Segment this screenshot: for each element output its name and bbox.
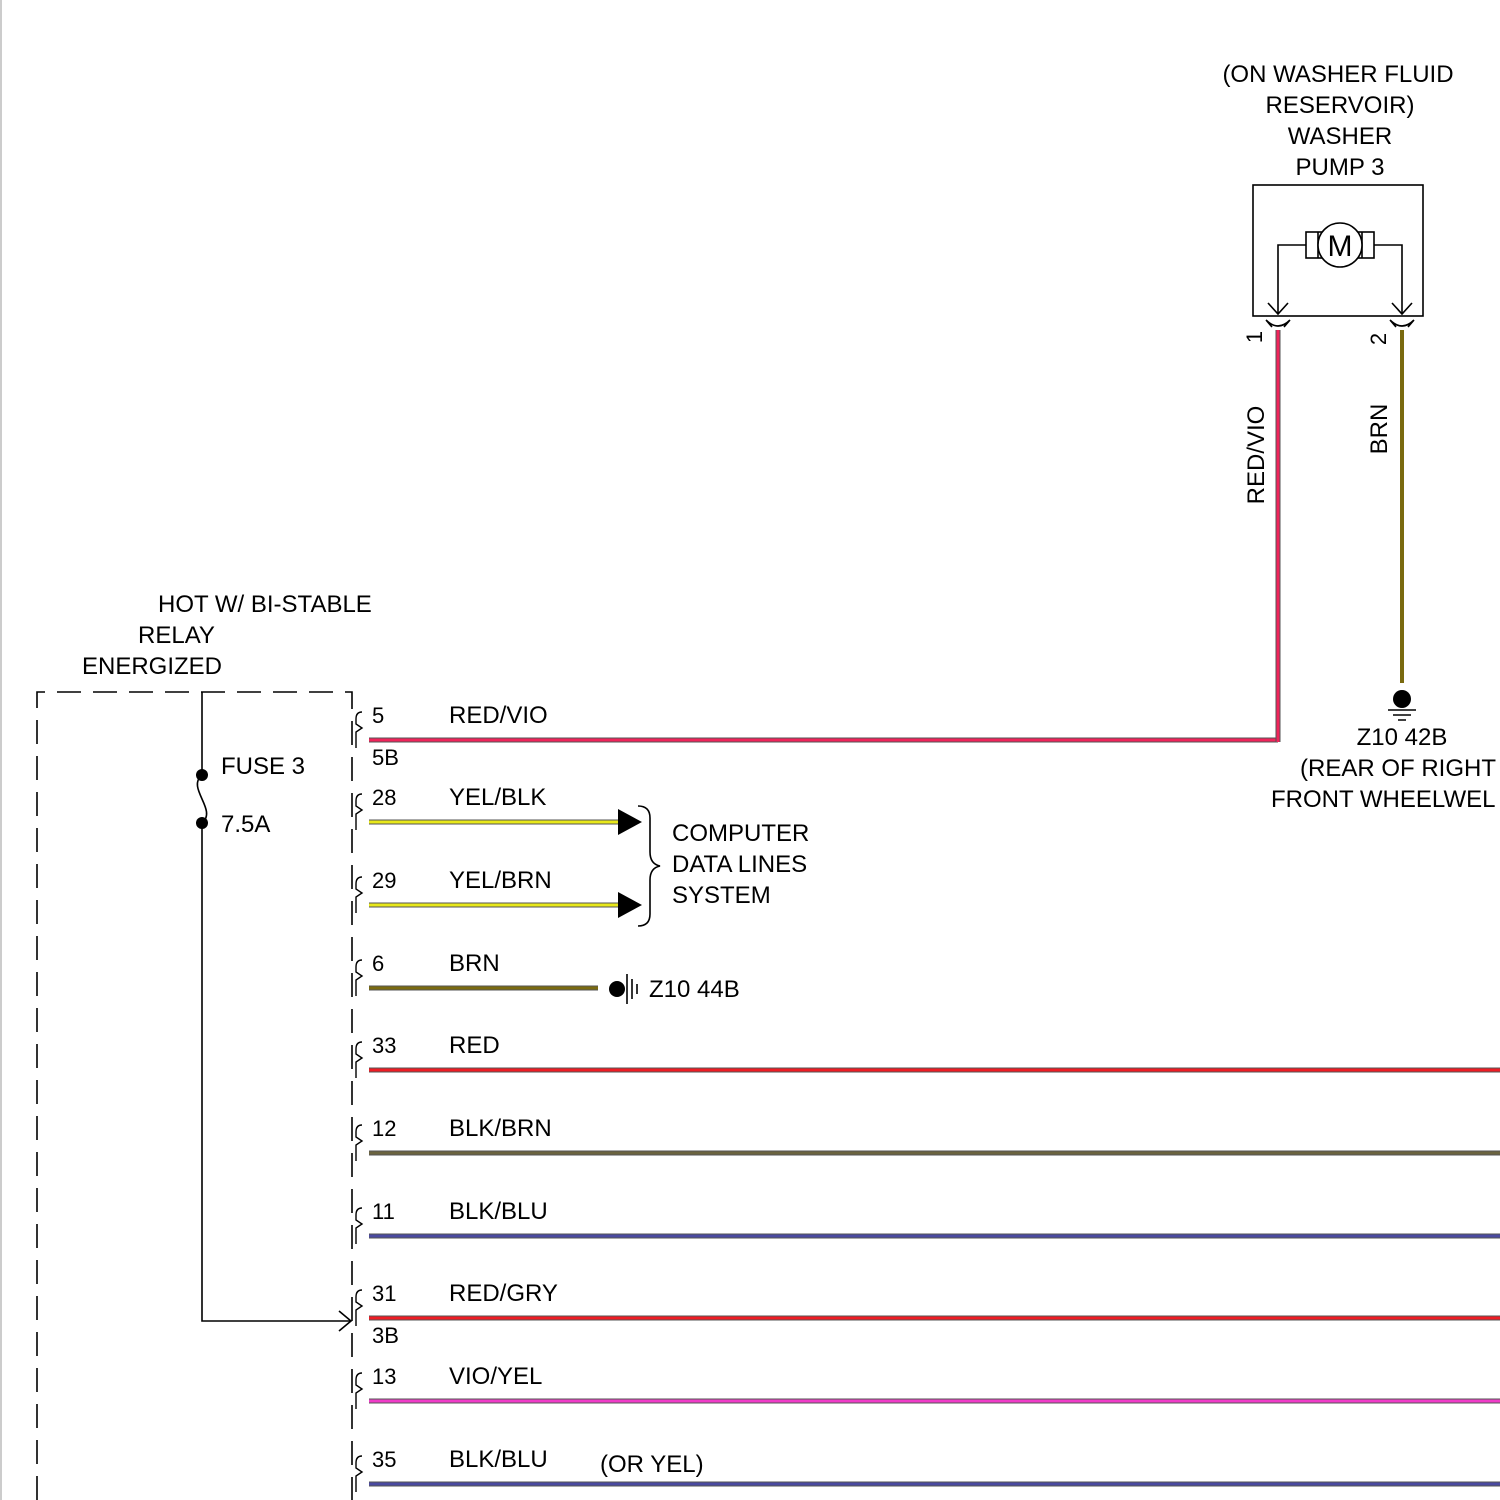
ground-splice-icon bbox=[1393, 690, 1411, 708]
circuit-pin: 28 bbox=[372, 785, 396, 810]
circuit-pin: 12 bbox=[372, 1116, 396, 1141]
circuit-row: 13 VIO/YEL bbox=[356, 1363, 1500, 1409]
ground-z10-42b-label: Z10 42B bbox=[1357, 724, 1448, 751]
circuit-wire-color: BRN bbox=[449, 950, 500, 977]
circuit-row: 5 5B RED/VIO bbox=[356, 702, 1278, 770]
circuit-pin: 29 bbox=[372, 868, 396, 893]
circuit-wire-color: RED bbox=[449, 1032, 500, 1059]
motor-icon: M bbox=[1306, 223, 1374, 267]
circuit-wire-color: YEL/BRN bbox=[449, 867, 552, 894]
circuit-row: 29 YEL/BRN bbox=[356, 867, 642, 918]
arrow-icon bbox=[618, 892, 642, 918]
connector-cavity-icon bbox=[356, 1042, 362, 1078]
circuit-pin: 5 bbox=[372, 703, 384, 728]
circuit-row: 33 RED bbox=[356, 1032, 1500, 1078]
module-feed-line-1: HOT W/ BI-STABLE bbox=[158, 591, 372, 618]
circuit-wire-color: VIO/YEL bbox=[449, 1363, 542, 1390]
connector-cavity-icon bbox=[356, 960, 362, 996]
computer-data-lines-line-2: DATA LINES bbox=[672, 851, 807, 878]
circuit-wire-color: BLK/BLU bbox=[449, 1446, 548, 1473]
circuit-row: 12 BLK/BRN bbox=[356, 1115, 1500, 1161]
connector-cavity-icon bbox=[356, 1290, 362, 1326]
circuit-cavity: 5B bbox=[372, 745, 399, 770]
circuit-cavity: 3B bbox=[372, 1323, 399, 1348]
circuit-wire-color: YEL/BLK bbox=[449, 784, 546, 811]
washer-pump: (ON WASHER FLUID RESERVOIR) WASHER PUMP … bbox=[1222, 61, 1453, 504]
washer-pump-name-line-2: PUMP 3 bbox=[1296, 154, 1385, 181]
circuit-wire-color: BLK/BRN bbox=[449, 1115, 552, 1142]
motor-label: M bbox=[1328, 230, 1353, 263]
ground-splice-icon bbox=[609, 981, 625, 997]
washer-pump-name-line-1: WASHER bbox=[1288, 123, 1392, 150]
circuit-wire-color: BLK/BLU bbox=[449, 1198, 548, 1225]
circuit-pin: 33 bbox=[372, 1033, 396, 1058]
circuit-row: 35 BLK/BLU bbox=[356, 1446, 1500, 1492]
pump-wire-2-color-label: BRN bbox=[1366, 404, 1393, 455]
circuit-row: 31 3B RED/GRY bbox=[356, 1280, 1500, 1348]
ground-z10-44b: Z10 44B bbox=[609, 974, 740, 1004]
module-feed-line-2: RELAY bbox=[138, 622, 215, 649]
washer-pump-location-line-2: RESERVOIR) bbox=[1266, 92, 1415, 119]
connector-cavity-icon bbox=[356, 712, 362, 748]
computer-data-lines: COMPUTER DATA LINES SYSTEM bbox=[638, 806, 809, 926]
connector-cavity-icon bbox=[356, 877, 362, 913]
module: HOT W/ BI-STABLE RELAY ENERGIZED FUSE 3 … bbox=[37, 591, 372, 1500]
connector-cavity-icon bbox=[356, 1208, 362, 1244]
circuit-wire-color: RED/VIO bbox=[449, 702, 548, 729]
washer-pump-location-line-1: (ON WASHER FLUID bbox=[1222, 61, 1453, 88]
pump-pin-2-label: 2 bbox=[1366, 333, 1391, 345]
circuit-row: 6 BRN bbox=[356, 950, 598, 996]
circuit-row: 11 BLK/BLU bbox=[356, 1198, 1500, 1244]
circuit-row: 28 YEL/BLK bbox=[356, 784, 642, 835]
brace-icon bbox=[638, 806, 660, 926]
arrow-icon bbox=[618, 809, 642, 835]
computer-data-lines-line-1: COMPUTER bbox=[672, 820, 809, 847]
connector-cavity-icon bbox=[356, 1373, 362, 1409]
pump-wire-1-color-label: RED/VIO bbox=[1243, 406, 1270, 505]
circuit-pin: 11 bbox=[372, 1199, 395, 1224]
computer-data-lines-line-3: SYSTEM bbox=[672, 882, 771, 909]
ground-z10-44b-label: Z10 44B bbox=[649, 976, 740, 1003]
fuse-rating: 7.5A bbox=[221, 811, 270, 838]
ground-z10-42b: Z10 42B (REAR OF RIGHT FRONT WHEELWEL bbox=[1271, 690, 1496, 813]
fuse-icon bbox=[197, 775, 206, 823]
module-dashed-outline bbox=[37, 692, 352, 1500]
circuit-pin: 13 bbox=[372, 1364, 396, 1389]
connector-cavity-icon bbox=[356, 794, 362, 830]
ground-z10-42b-location-2: FRONT WHEELWEL bbox=[1271, 786, 1495, 813]
fuse-name: FUSE 3 bbox=[221, 753, 305, 780]
circuit-wire-color: RED/GRY bbox=[449, 1280, 558, 1307]
module-feed-line-3: ENERGIZED bbox=[82, 653, 222, 680]
ground-z10-42b-location-1: (REAR OF RIGHT bbox=[1300, 755, 1496, 782]
circuit-pin: 35 bbox=[372, 1447, 396, 1472]
connector-cavity-icon bbox=[356, 1125, 362, 1161]
circuit-pin: 6 bbox=[372, 951, 384, 976]
circuit-pin: 31 bbox=[372, 1281, 396, 1306]
or-yel-note: (OR YEL) bbox=[600, 1451, 704, 1478]
connector-cavity-icon bbox=[356, 1456, 362, 1492]
pump-pin-1-label: 1 bbox=[1242, 331, 1267, 343]
